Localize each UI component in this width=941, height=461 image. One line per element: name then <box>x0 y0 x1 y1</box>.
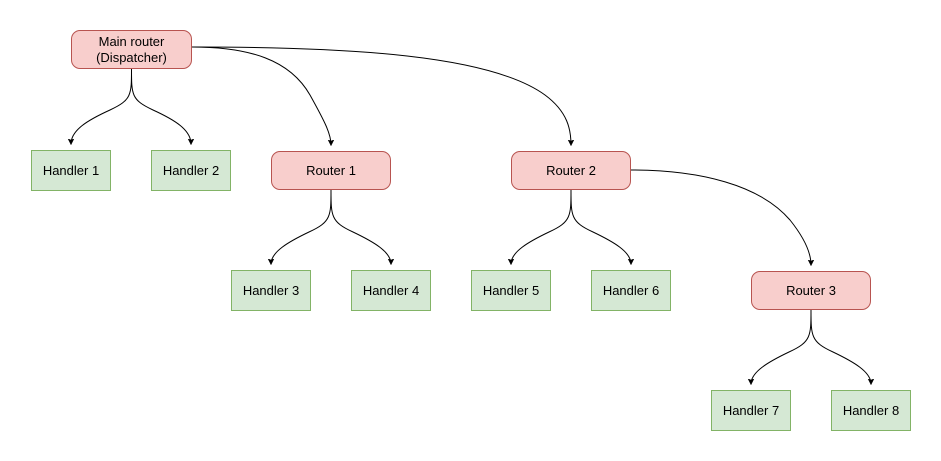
node-h2[interactable]: Handler 2 <box>151 150 231 191</box>
node-label-h7: Handler 7 <box>722 402 780 418</box>
node-label-r2: Router 2 <box>546 162 596 178</box>
edge-r1-to-h3 <box>271 189 332 264</box>
node-label-h2: Handler 2 <box>162 162 220 178</box>
edge-main-to-h1 <box>71 68 132 144</box>
node-label-main: Main router (Dispatcher) <box>96 33 167 65</box>
edge-r1-to-h4 <box>330 189 391 264</box>
node-label-h8: Handler 8 <box>842 402 900 418</box>
node-label-h4: Handler 4 <box>362 282 420 298</box>
edge-main-to-r1 <box>191 46 331 145</box>
edge-r2-to-r3 <box>630 169 811 265</box>
edge-r3-to-h7 <box>751 309 812 384</box>
node-r2[interactable]: Router 2 <box>511 151 631 190</box>
edge-r2-to-h5 <box>511 189 572 264</box>
node-h7[interactable]: Handler 7 <box>711 390 791 431</box>
node-h8[interactable]: Handler 8 <box>831 390 911 431</box>
node-label-h1: Handler 1 <box>42 162 100 178</box>
node-h3[interactable]: Handler 3 <box>231 270 311 311</box>
node-label-h3: Handler 3 <box>242 282 300 298</box>
edge-main-to-r2 <box>191 46 571 145</box>
node-label-r3: Router 3 <box>786 282 836 298</box>
node-h5[interactable]: Handler 5 <box>471 270 551 311</box>
node-label-r1: Router 1 <box>306 162 356 178</box>
node-h4[interactable]: Handler 4 <box>351 270 431 311</box>
node-h1[interactable]: Handler 1 <box>31 150 111 191</box>
edges-group <box>71 46 871 384</box>
node-r1[interactable]: Router 1 <box>271 151 391 190</box>
edge-main-to-h2 <box>131 68 192 144</box>
node-h6[interactable]: Handler 6 <box>591 270 671 311</box>
node-label-h6: Handler 6 <box>602 282 660 298</box>
node-main[interactable]: Main router (Dispatcher) <box>71 30 192 69</box>
edge-r3-to-h8 <box>810 309 871 384</box>
node-r3[interactable]: Router 3 <box>751 271 871 310</box>
edge-r2-to-h6 <box>570 189 631 264</box>
node-label-h5: Handler 5 <box>482 282 540 298</box>
